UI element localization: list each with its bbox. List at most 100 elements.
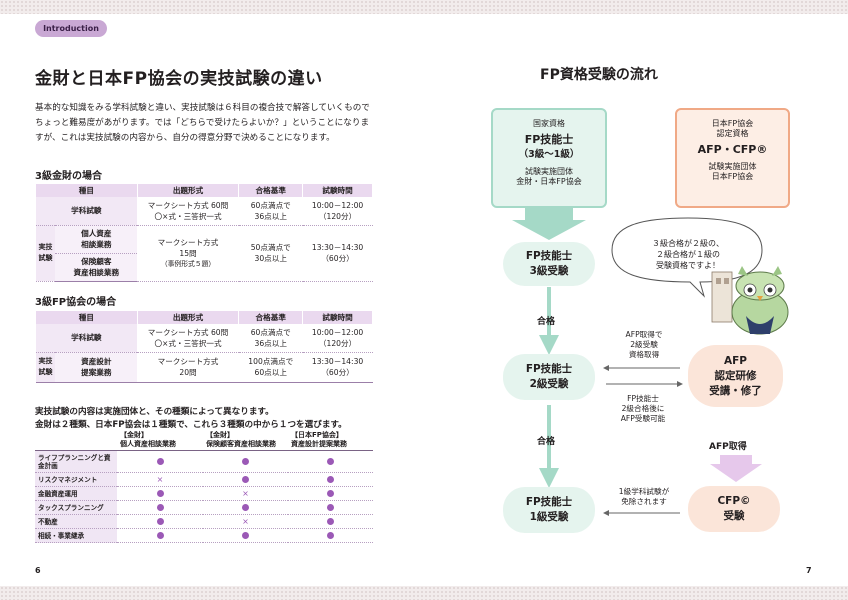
- row-subcategory: 保険顧客 資産相談業務: [55, 253, 138, 282]
- coverage-mark: [288, 472, 373, 487]
- coverage-mark: [117, 500, 203, 515]
- page-title-left: 金財と日本FP協会の実技試験の違い: [35, 69, 323, 89]
- not-covered-cross-icon: ×: [242, 489, 249, 498]
- cell-criteria: 100点満点で 60点以上: [238, 352, 303, 383]
- introduction-tab: Introduction: [35, 20, 107, 37]
- subject-label: ライフプランニングと資金計画: [35, 450, 117, 473]
- coverage-mark: [203, 472, 288, 487]
- coverage-mark: [288, 500, 373, 515]
- covered-dot-icon: [242, 504, 249, 511]
- page-title-right: FP資格受験の流れ: [540, 67, 658, 83]
- row-category: 学科試験: [35, 197, 138, 226]
- box-line: FP技能士: [524, 133, 574, 146]
- col-header: 種目: [35, 311, 138, 324]
- step-line: 2級受験: [529, 378, 569, 390]
- coverage-mark: ×: [203, 486, 288, 501]
- cell-format: マークシート方式 60問 〇×式・三答択一式: [137, 197, 239, 226]
- col-header: 合格基準: [238, 311, 304, 324]
- box-line: 試験実施団体: [708, 162, 757, 171]
- step-2kyu-exam: FP技能士 2級受験: [503, 354, 595, 400]
- col-header: 出題形式: [136, 184, 240, 197]
- arrow-national-to-3: [512, 208, 586, 240]
- subject-label: 不動産: [35, 514, 117, 529]
- coverage-mark: [117, 514, 203, 529]
- step-line: FP技能士: [525, 250, 573, 262]
- row-category: 学科試験: [35, 324, 138, 353]
- coverage-mark: [288, 450, 373, 473]
- covered-dot-icon: [327, 458, 334, 465]
- step-line: CFP©: [717, 495, 751, 507]
- cell-criteria: 60点満点で 36点以上: [238, 324, 303, 353]
- box-line: 国家資格: [533, 119, 565, 128]
- cell-criteria: 60点満点で 36点以上: [238, 197, 303, 226]
- step-line: 認定研修: [714, 369, 757, 382]
- pass-label: 合格: [537, 437, 556, 447]
- row-category: 実技試験: [35, 225, 56, 282]
- box-line: 金財・日本FP協会: [516, 177, 582, 186]
- coverage-mark: [117, 450, 203, 473]
- exam-table-kinzai: 種目 出題形式 合格基準 試験時間 学科試験 マークシート方式 60問 〇×式・…: [35, 184, 373, 282]
- format-text: マークシート方式 15問: [157, 237, 219, 258]
- coverage-mark: ×: [117, 472, 203, 487]
- row-subcategory: 資産設計 提案業務: [55, 352, 138, 383]
- covered-dot-icon: [327, 476, 334, 483]
- page-number-left: 6: [35, 566, 41, 575]
- covered-dot-icon: [156, 490, 164, 497]
- not-covered-cross-icon: ×: [242, 517, 249, 526]
- fp-association-qualification-box: 日本FP協会 認定資格 AFP・CFP® 試験実施団体 日本FP協会: [675, 108, 790, 208]
- top-band: [0, 0, 848, 14]
- covered-dot-icon: [327, 490, 334, 497]
- note-2kyu-to-afp: FP技能士 2級合格後に AFP受験可能: [620, 394, 666, 423]
- covered-dot-icon: [242, 458, 249, 465]
- coverage-mark: [288, 486, 373, 501]
- exam-table-fp-association: 種目 出題形式 合格基準 試験時間 学科試験 マークシート方式 60問 〇×式・…: [35, 311, 373, 383]
- bottom-band: [0, 586, 848, 600]
- covered-dot-icon: [156, 532, 164, 539]
- step-line: 受験: [723, 510, 745, 522]
- step-line: 3級受験: [529, 265, 569, 277]
- box-line: AFP・CFP®: [697, 143, 768, 156]
- step-line: FP技能士: [525, 496, 573, 508]
- corner-cell: [35, 430, 117, 451]
- col-header: 試験時間: [302, 311, 373, 324]
- table1-heading: 3級金財の場合: [35, 171, 102, 182]
- box-line: 日本FP協会: [711, 119, 754, 128]
- owl-mascot-illustration: [711, 266, 789, 335]
- covered-dot-icon: [156, 518, 164, 525]
- exam-type-note: 実技試験の内容は実施団体と、その種類によって異なります。 金財は２種類、日本FP…: [35, 407, 347, 430]
- covered-dot-icon: [156, 504, 164, 511]
- national-qualification-box: 国家資格 FP技能士 （3級〜1級） 試験実施団体 金財・日本FP協会: [491, 108, 607, 208]
- step-line: 1級受験: [529, 511, 569, 523]
- subject-label: タックスプランニング: [35, 500, 117, 515]
- step-1kyu-exam: FP技能士 1級受験: [503, 487, 595, 533]
- afp-training-step: AFP 認定研修 受講・修了: [688, 345, 783, 407]
- box-line: 日本FP協会: [711, 172, 754, 181]
- row-category: 実技試験: [35, 352, 56, 383]
- col-header: 【日本FP協会】 資産設計提案業務: [288, 430, 373, 451]
- covered-dot-icon: [327, 504, 334, 511]
- coverage-mark: [288, 514, 373, 529]
- col-header: 試験時間: [302, 184, 373, 197]
- cell-time: 10:00－12:00 （120分）: [302, 324, 373, 353]
- afp-get-label: AFP取得: [709, 442, 747, 452]
- box-line: （3級〜1級）: [518, 149, 580, 160]
- box-line: 試験実施団体: [525, 167, 573, 176]
- note-afp-to-2kyu: AFP取得で 2級受験 資格取得: [625, 330, 663, 359]
- cell-format: マークシート方式 20問: [137, 352, 239, 383]
- coverage-mark: [117, 486, 203, 501]
- step-line: 受講・修了: [709, 384, 762, 397]
- arrow-afp-to-cfp: [710, 455, 762, 482]
- pass-label: 合格: [537, 317, 556, 327]
- coverage-mark: [203, 500, 288, 515]
- note-cfp-to-1kyu: 1級学科試験が 免除されます: [618, 487, 670, 506]
- subject-label: 相続・事業継承: [35, 528, 117, 543]
- intro-paragraph: 基本的な知識をみる学科試験と違い、実技試験は６科目の複合技で解答していくものでち…: [35, 103, 370, 143]
- col-header: 【金財】 保険顧客資産相談業務: [203, 430, 288, 451]
- step-3kyu-exam: FP技能士 3級受験: [503, 242, 595, 286]
- step-line: FP技能士: [525, 363, 573, 375]
- cell-time: 10:00－12:00 （120分）: [302, 197, 373, 226]
- row-subcategory: 個人資産 相談業務: [55, 225, 138, 254]
- table2-heading: 3級FP協会の場合: [35, 297, 117, 308]
- coverage-mark: [203, 450, 288, 473]
